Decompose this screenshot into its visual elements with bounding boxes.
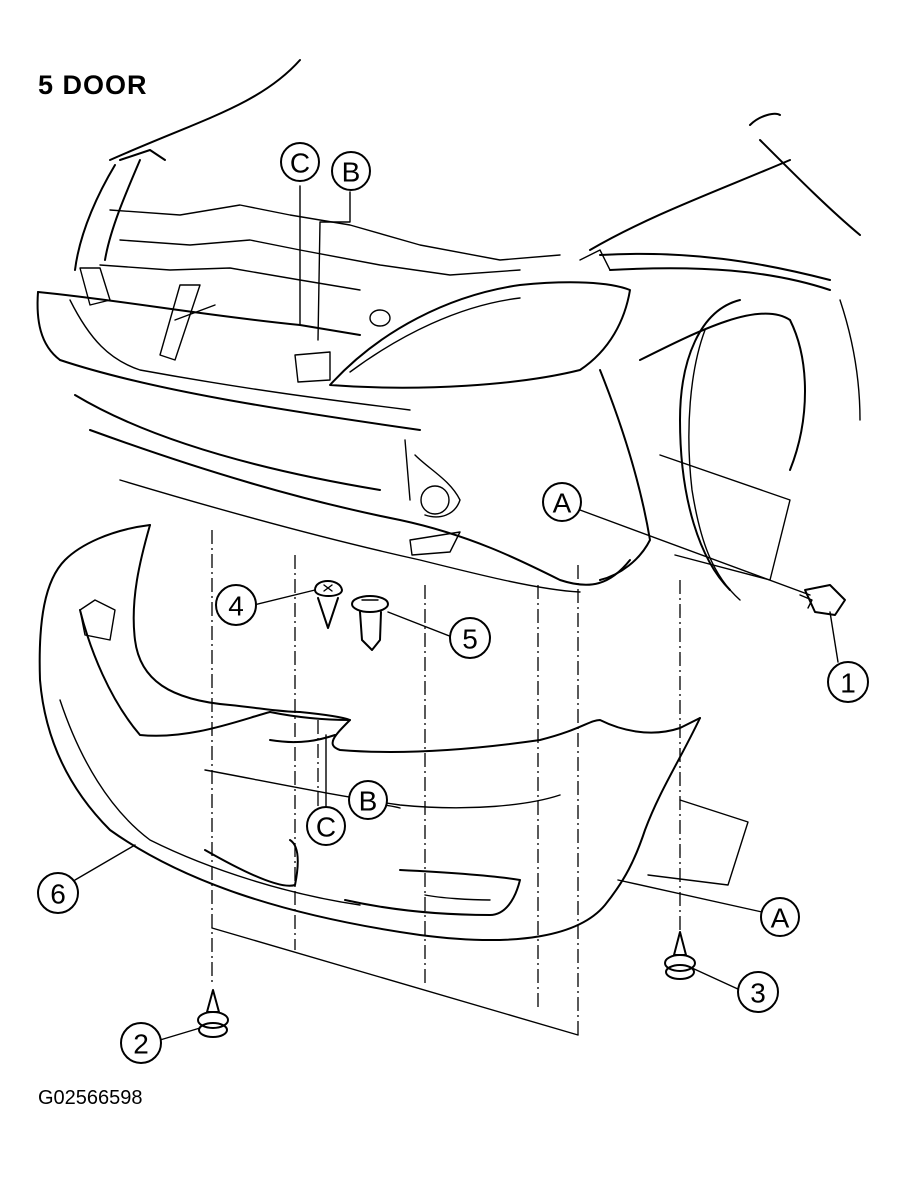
callout-ref-c-upper: C [280, 142, 320, 182]
callout-ref-b-lower: B [348, 780, 388, 820]
callout-ref-b-upper-label: B [342, 157, 361, 188]
callout-ref-b-upper: B [331, 151, 371, 191]
pin-part-3 [664, 931, 696, 980]
callout-part-5: 5 [449, 617, 491, 659]
callout-ref-a-lower-label: A [771, 903, 790, 934]
callout-ref-a-upper-label: A [553, 488, 572, 519]
callout-part-2-label: 2 [133, 1029, 149, 1060]
diagram-title: 5 DOOR [38, 70, 148, 100]
callout-part-4-label: 4 [228, 591, 244, 622]
callout-part-3: 3 [737, 971, 779, 1013]
screw-part-4 [314, 580, 343, 629]
callout-ref-b-lower-label: B [359, 786, 378, 817]
callout-ref-a-upper: A [542, 482, 582, 522]
figure-code: G02566598 [38, 1087, 143, 1109]
callout-ref-c-upper-label: C [290, 148, 310, 179]
callout-ref-c-lower: C [306, 806, 346, 846]
pin-part-2 [197, 989, 229, 1038]
callout-part-2: 2 [120, 1022, 162, 1064]
callout-part-1: 1 [827, 661, 869, 703]
alignment-guides [211, 454, 791, 1036]
car-front-body [36, 59, 861, 601]
callout-part-6-label: 6 [50, 879, 66, 910]
clip-part-5 [351, 595, 389, 651]
callout-part-5-label: 5 [462, 624, 478, 655]
leader-lines [74, 185, 839, 1041]
bumper-cover-part [38, 524, 701, 942]
callout-part-6: 6 [37, 872, 79, 914]
callout-part-3-label: 3 [750, 978, 766, 1009]
callout-part-4: 4 [215, 584, 257, 626]
clip-part-1 [799, 584, 846, 616]
callout-ref-c-lower-label: C [316, 812, 336, 843]
callout-ref-a-lower: A [760, 897, 800, 937]
callout-part-1-label: 1 [840, 668, 856, 699]
